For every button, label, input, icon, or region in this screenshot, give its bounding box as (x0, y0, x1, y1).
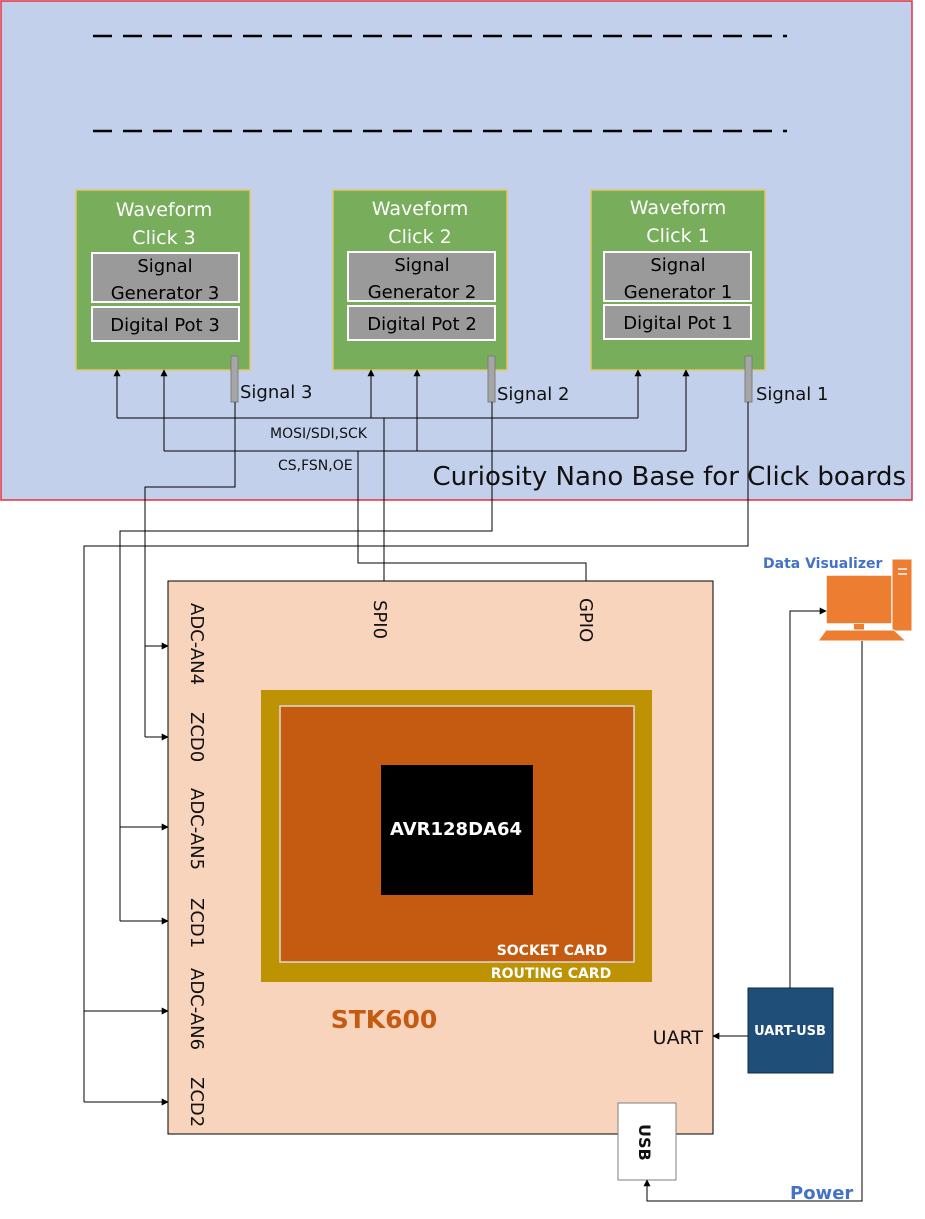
cs-bus-wires (160, 369, 690, 581)
gpio-port-label: GPIO (575, 598, 596, 642)
uart-usb-to-visualizer-wire (789, 607, 827, 988)
signal-2-label: Signal 2 (497, 384, 569, 405)
digital-pot-3-label: Digital Pot 3 (110, 315, 220, 336)
waveform-click-3: Waveform Click 3 Signal Generator 3 Digi… (75, 189, 251, 371)
pin-zcd0: ZCD0 (186, 712, 207, 762)
base-board-label: Curiosity Nano Base for Click boards (432, 462, 906, 492)
signal-generator-3-line1: Signal (137, 256, 192, 277)
signal-3-label: Signal 3 (240, 382, 312, 403)
pin-zcd2: ZCD2 (186, 1077, 207, 1127)
signal-generator-3-line2: Generator 3 (111, 283, 220, 304)
routing-card-label: ROUTING CARD (491, 966, 611, 982)
spi-bus-wires (113, 369, 642, 581)
digital-pot-2-block (347, 305, 496, 341)
signal-2-connector (487, 355, 496, 403)
click-2-title-line2: Click 2 (388, 226, 451, 248)
signal-generator-2-line2: Generator 2 (368, 282, 477, 303)
power-wire (643, 641, 863, 1202)
signal-generator-1-block (603, 251, 752, 302)
signal-generator-2-block (347, 251, 496, 302)
avr128da64-chip (381, 765, 533, 895)
uart-usb-converter (747, 987, 834, 1074)
digital-pot-1-label: Digital Pot 1 (623, 313, 733, 334)
spi0-port-label: SPI0 (369, 600, 390, 639)
data-visualizer-label: Data Visualizer (763, 556, 882, 572)
usb-port (617, 1102, 677, 1181)
signal-generator-1-line2: Generator 1 (624, 282, 733, 303)
click-3-title-line2: Click 3 (132, 227, 195, 249)
signal-generator-3-block (91, 252, 240, 303)
power-label: Power (790, 1183, 853, 1204)
uart-port-label: UART (653, 1027, 704, 1049)
signal-1-connector (744, 355, 753, 403)
click-3-title-line1: Waveform (116, 199, 212, 221)
stk600-label: STK600 (331, 1005, 438, 1034)
chip-label: AVR128DA64 (390, 819, 522, 840)
digital-pot-2-label: Digital Pot 2 (367, 314, 477, 335)
spi-bus-label: MOSI/SDI,SCK (270, 426, 368, 442)
pin-adc-an4: ADC-AN4 (186, 603, 207, 685)
pin-adc-an6: ADC-AN6 (186, 968, 207, 1050)
click-2-title-line1: Waveform (372, 198, 468, 220)
signal-2-wire (119, 402, 493, 925)
cs-bus-label: CS,FSN,OE (278, 458, 353, 474)
signal-3-connector (230, 355, 239, 403)
click-1-title-line2: Click 1 (646, 225, 709, 247)
digital-pot-1-block (603, 304, 752, 340)
signal-generator-2-line1: Signal (394, 255, 449, 276)
socket-card-label: SOCKET CARD (497, 943, 608, 959)
digital-pot-3-block (91, 306, 240, 342)
computer-icon (817, 558, 913, 642)
waveform-click-1: Waveform Click 1 Signal Generator 1 Digi… (590, 189, 766, 371)
signal-1-wire (83, 402, 749, 1106)
signal-1-label: Signal 1 (756, 384, 828, 405)
signal-generator-1-line1: Signal (650, 255, 705, 276)
uart-usb-label: UART-USB (754, 1024, 826, 1039)
usb-port-label: USB (635, 1124, 654, 1161)
waveform-click-2: Waveform Click 2 Signal Generator 2 Digi… (332, 189, 508, 371)
click-1-title-line1: Waveform (630, 197, 726, 219)
pin-zcd1: ZCD1 (186, 898, 207, 948)
signal-3-wire (144, 402, 236, 741)
pin-adc-an5: ADC-AN5 (186, 788, 207, 870)
